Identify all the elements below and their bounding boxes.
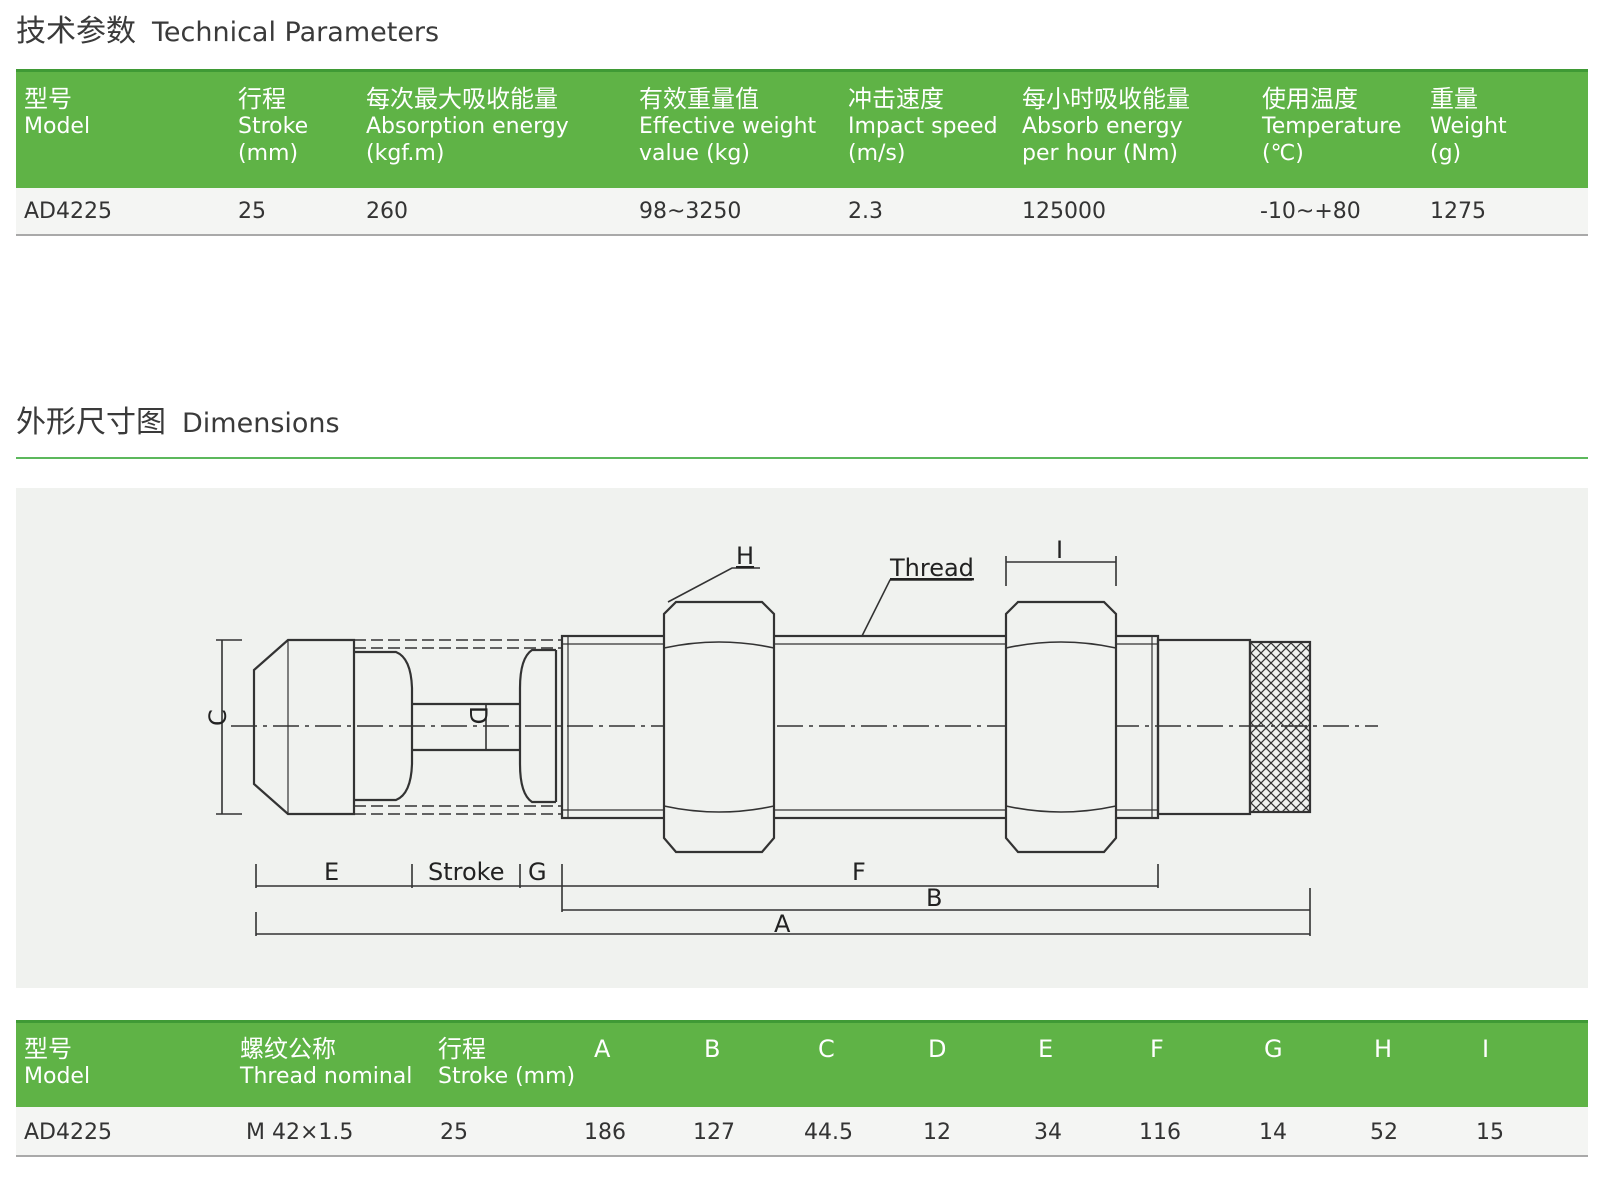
dim-cell-e: 34 xyxy=(1034,1120,1062,1145)
rear-tube xyxy=(1156,638,1252,816)
dim-cell-c: 44.5 xyxy=(804,1120,853,1145)
tech-cell-effective-weight: 98~3250 xyxy=(639,199,742,224)
tech-cell-stroke: 25 xyxy=(238,199,266,224)
label-stroke: Stroke xyxy=(428,858,504,886)
tech-params-header-row: 型号 Model 行程 Stroke (mm) 每次最大吸收能量 Absorpt… xyxy=(16,69,1588,188)
bearing-head xyxy=(518,648,556,804)
tech-cell-energy-per-hour: 125000 xyxy=(1022,199,1106,224)
h-leader-line xyxy=(667,567,760,603)
dimensions-title-en: Dimensions xyxy=(182,408,340,439)
tech-header-temperature: 使用温度 Temperature (℃) xyxy=(1262,85,1402,167)
table-row: AD4225 M 42×1.5 25 186 127 44.5 12 34 11… xyxy=(16,1107,1588,1157)
table-row: AD4225 25 260 98~3250 2.3 125000 -10~+80… xyxy=(16,188,1588,236)
tech-header-impact-speed: 冲击速度 Impact speed (m/s) xyxy=(848,85,998,167)
dim-cell-b: 127 xyxy=(693,1120,735,1145)
lock-nut-1 xyxy=(662,600,776,854)
dim-header-f: F xyxy=(1150,1035,1164,1063)
tech-params-title-en: Technical Parameters xyxy=(152,17,440,48)
label-f: F xyxy=(852,858,866,886)
tech-header-stroke: 行程 Stroke (mm) xyxy=(238,85,309,167)
dim-cell-i: 15 xyxy=(1476,1120,1504,1145)
dim-header-h: H xyxy=(1374,1035,1393,1063)
dimensions-title-cn: 外形尺寸图 xyxy=(16,405,166,440)
tech-header-model: 型号 Model xyxy=(24,85,91,140)
label-g: G xyxy=(528,858,547,886)
dim-cell-f: 116 xyxy=(1139,1120,1181,1145)
label-i: I xyxy=(1056,536,1063,564)
dim-header-a: A xyxy=(594,1035,611,1063)
dimensions-title: 外形尺寸图 Dimensions xyxy=(16,397,340,441)
dim-cell-h: 52 xyxy=(1370,1120,1398,1145)
label-d: D xyxy=(464,706,492,724)
tech-cell-temperature: -10~+80 xyxy=(1260,199,1361,224)
dim-header-thread-nominal: 螺纹公称 Thread nominal xyxy=(240,1035,413,1090)
tech-header-weight: 重量 Weight (g) xyxy=(1430,85,1507,167)
dimensions-header-row: 型号 Model 螺纹公称 Thread nominal 行程 Stroke (… xyxy=(16,1020,1588,1107)
dim-header-e: E xyxy=(1038,1035,1054,1063)
tech-header-absorption-energy: 每次最大吸收能量 Absorption energy (kgf.m) xyxy=(366,85,569,167)
dim-header-g: G xyxy=(1264,1035,1283,1063)
dim-header-d: D xyxy=(928,1035,947,1063)
tech-header-energy-per-hour: 每小时吸收能量 Absorb energy per hour (Nm) xyxy=(1022,85,1190,167)
tech-cell-absorption-energy: 260 xyxy=(366,199,408,224)
dim-header-stroke: 行程 Stroke (mm) xyxy=(438,1035,576,1090)
dim-cell-stroke: 25 xyxy=(440,1120,468,1145)
label-a: A xyxy=(774,910,791,938)
thread-leader-line xyxy=(861,579,972,637)
tech-header-effective-weight: 有效重量值 Effective weight value (kg) xyxy=(639,85,817,167)
tech-cell-model: AD4225 xyxy=(24,199,112,224)
dimensions-table: 型号 Model 螺纹公称 Thread nominal 行程 Stroke (… xyxy=(16,1020,1588,1157)
tech-params-title-cn: 技术参数 xyxy=(16,14,136,49)
dim-cell-model: AD4225 xyxy=(24,1120,112,1145)
dim-header-model: 型号 Model xyxy=(24,1035,91,1090)
dim-header-c: C xyxy=(818,1035,835,1063)
dim-cell-g: 14 xyxy=(1259,1120,1287,1145)
dimension-drawing-panel: H Thread I C D E Stroke G F B A xyxy=(16,488,1588,988)
label-h: H xyxy=(736,542,754,570)
label-thread: Thread xyxy=(889,554,974,582)
cap-flange xyxy=(354,650,414,802)
lock-nut-2 xyxy=(1004,600,1118,854)
dim-header-b: B xyxy=(704,1035,721,1063)
end-cap xyxy=(252,638,356,816)
dim-cell-thread-nominal: M 42×1.5 xyxy=(246,1120,354,1145)
dim-cell-a: 186 xyxy=(584,1120,626,1145)
knurled-adjuster xyxy=(1248,640,1312,814)
dim-cell-d: 12 xyxy=(923,1120,951,1145)
label-b: B xyxy=(926,884,942,912)
label-c: C xyxy=(204,709,232,726)
tech-params-table: 型号 Model 行程 Stroke (mm) 每次最大吸收能量 Absorpt… xyxy=(16,69,1588,236)
tech-cell-weight: 1275 xyxy=(1430,199,1486,224)
tech-params-title: 技术参数 Technical Parameters xyxy=(16,6,439,50)
dim-header-i: I xyxy=(1482,1035,1490,1063)
tech-cell-impact-speed: 2.3 xyxy=(848,199,883,224)
label-e: E xyxy=(324,858,339,886)
dimensions-divider xyxy=(16,457,1588,459)
shock-absorber-drawing: H Thread I C D E Stroke G F B A xyxy=(204,536,1378,938)
